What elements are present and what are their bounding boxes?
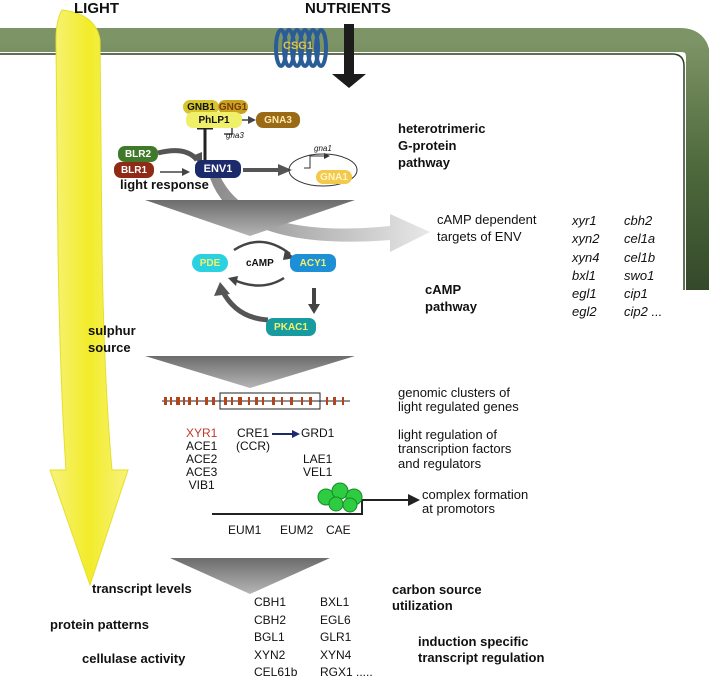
csg1-label: CSG1 [283, 40, 313, 52]
pkac1-protein: PKAC1 [266, 318, 316, 336]
tf-item: LAE1 [302, 452, 333, 466]
tf-item: ACE3 [186, 465, 218, 479]
camp-pathway-label: cAMP pathway [425, 282, 478, 314]
funnel-2 [145, 356, 355, 388]
tf-item: VIB1 [188, 478, 215, 492]
target-gene: bxl1 [572, 267, 596, 283]
target-gene: cip1 [624, 286, 648, 302]
funnel-3 [170, 558, 330, 594]
tf-item: CRE1 [236, 426, 269, 440]
tf-item: (CCR) [236, 439, 270, 453]
light-arrow [49, 9, 129, 587]
tf-item: GRD1 [301, 426, 335, 440]
gnb1-protein: GNB1 [183, 100, 219, 114]
sulphur-source-label: sulphur source [88, 323, 136, 355]
gna1-gene-label: gna1 [314, 144, 332, 153]
output-gene: GLR1 [320, 630, 352, 644]
nutrients-arrow-shaft [344, 24, 354, 76]
csg1-receptor [274, 28, 328, 68]
output-genes-col1: CBH1 CBH2 BGL1 XYN2 CEL61b [254, 594, 297, 678]
output-transcript-levels: transcript levels [92, 581, 192, 596]
promoter-line [212, 499, 410, 515]
funnel-1 [145, 200, 355, 236]
target-gene: xyr1 [572, 213, 597, 228]
nutrients-arrow-head [332, 74, 366, 88]
gna1-protein: GNA1 [316, 170, 352, 184]
output-gene: BXL1 [320, 595, 350, 609]
genomic-cluster-box [219, 392, 321, 410]
tf-col1: XYR1 ACE1 ACE2 ACE3 VIB1 [186, 427, 217, 492]
complex-formation-label: complex formation at promotors [422, 487, 529, 517]
target-genes-col2: cbh2 cel1a cel1b swo1 cip1 cip2 ... [624, 212, 662, 322]
target-gene: cip2 ... [624, 304, 663, 320]
output-gene: BGL1 [254, 630, 285, 644]
tf-item: ACE2 [186, 452, 218, 466]
light-label: LIGHT [74, 0, 119, 17]
target-gene: cbh2 [624, 213, 653, 228]
pde-protein: PDE [192, 254, 228, 272]
camp-targets-label: cAMP dependent targets of ENV [437, 212, 537, 244]
tf-item: ACE1 [186, 439, 218, 453]
acy1-protein: ACY1 [290, 254, 336, 272]
gna3-protein: GNA3 [256, 112, 300, 128]
target-gene: xyn4 [572, 249, 600, 265]
cell-wall-inner-line [0, 53, 685, 290]
nutrients-label: NUTRIENTS [305, 0, 391, 17]
output-protein-patterns: protein patterns [50, 617, 149, 632]
ribosome-complex [317, 482, 363, 513]
output-gene: CBH1 [254, 595, 287, 609]
promoter-eum2: EUM2 [280, 523, 314, 537]
env1-protein: ENV1 [195, 160, 241, 178]
target-gene: xyn2 [572, 231, 600, 247]
output-gene: CEL61b [254, 665, 298, 678]
phlp1-protein: PhLP1 [186, 112, 242, 128]
promoter-eum1: EUM1 [228, 523, 262, 537]
output-carbon-source: carbon source utilization [392, 582, 482, 614]
blr2-protein: BLR2 [118, 146, 158, 162]
gna3-gene-label: gna3 [226, 131, 244, 140]
camp-label: cAMP [246, 258, 274, 269]
output-cellulase-activity: cellulase activity [82, 651, 186, 666]
tf-item: VEL1 [302, 465, 333, 479]
g-protein-pathway-label: heterotrimeric G-protein pathway [398, 121, 486, 170]
camp-target-arrow [210, 176, 430, 252]
tf-col3: GRD1 LAE1 VEL1 [301, 427, 334, 479]
target-genes-col1: xyr1 xyn2 xyn4 bxl1 egl1 egl2 [572, 212, 599, 322]
output-induction-specific: induction specific transcript regulation [418, 634, 545, 666]
light-response-label: light response [120, 177, 209, 192]
output-gene: RGX1 ..... [320, 665, 373, 678]
genomic-clusters-label: genomic clusters of light regulated gene… [398, 385, 519, 415]
cell-wall [0, 28, 709, 290]
tf-col2: CRE1 (CCR) [236, 427, 270, 453]
output-gene: CBH2 [254, 612, 287, 627]
light-regulation-label: light regulation of transcription factor… [398, 427, 512, 471]
genomic-cluster-bars [164, 397, 344, 405]
tf-xyr1: XYR1 [186, 426, 218, 440]
target-gene: egl1 [572, 286, 597, 302]
output-gene: EGL6 [320, 612, 351, 627]
output-genes-col2: BXL1 EGL6 GLR1 XYN4 RGX1 ..... [320, 594, 373, 678]
target-gene: egl2 [572, 304, 597, 320]
gng1-protein: GNG1 [218, 100, 248, 114]
output-gene: XYN4 [320, 647, 352, 662]
blr1-protein: BLR1 [114, 162, 154, 178]
promoter-cae: CAE [326, 523, 351, 537]
output-gene: XYN2 [254, 647, 286, 662]
target-gene: swo1 [624, 267, 655, 283]
target-gene: cel1a [624, 231, 656, 247]
target-gene: cel1b [624, 249, 656, 265]
gna1-cycle [288, 153, 358, 187]
